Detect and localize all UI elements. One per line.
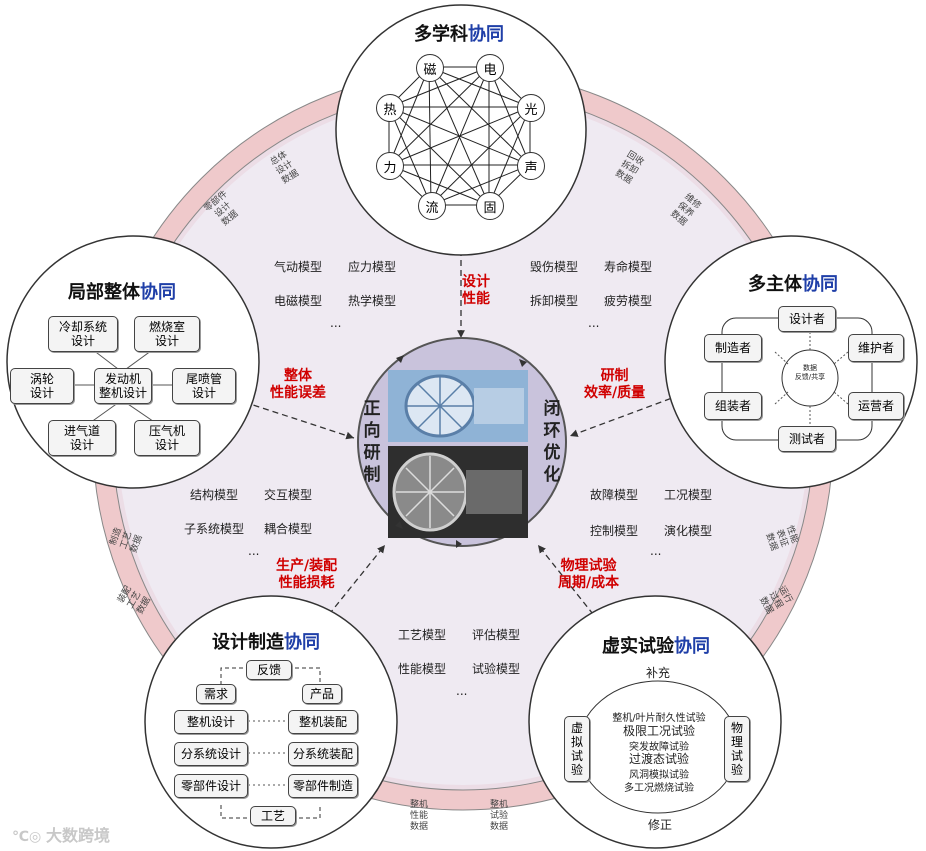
box-engine: 发动机 整机设计 (94, 368, 152, 404)
dm-right-3: 零部件制造 (288, 774, 358, 798)
model-tl-more: ... (330, 316, 341, 330)
agent-operator: 运营者 (848, 392, 904, 420)
vr-test-4: 过渡态试验 (600, 750, 718, 767)
agent-center-label: 数据 反馈/共享 (790, 364, 830, 382)
model-structure: 结构模型 (190, 486, 238, 503)
node-sound: 声 (517, 152, 545, 180)
vr-supplement: 补充 (646, 664, 670, 681)
model-disassembly: 拆卸模型 (530, 292, 578, 309)
model-left-more: ... (248, 544, 259, 558)
node-heat: 热 (376, 94, 404, 122)
model-evaluation: 评估模型 (472, 626, 520, 643)
model-stress: 应力模型 (348, 258, 396, 275)
model-aero: 气动模型 (274, 258, 322, 275)
model-fatigue: 疲劳模型 (604, 292, 652, 309)
model-fault: 故障模型 (590, 486, 638, 503)
model-life: 寿命模型 (604, 258, 652, 275)
arrow-test-cost: 物理试验 周期/成本 (558, 558, 619, 592)
model-em: 电磁模型 (274, 292, 322, 309)
dm-right-2: 分系统装配 (288, 742, 358, 766)
ring-label-engine-performance: 整机 性能 数据 (410, 800, 428, 833)
dm-product: 产品 (302, 684, 342, 704)
node-force: 力 (376, 152, 404, 180)
box-turbine: 涡轮 设计 (10, 368, 74, 404)
box-inlet: 进气道 设计 (48, 420, 116, 456)
disciplines-title: 多学科协同 (414, 20, 504, 46)
watermark: ℃◎ 大数跨境 (12, 822, 110, 846)
agent-maintainer: 维护者 (848, 334, 904, 362)
model-evolution: 演化模型 (664, 522, 712, 539)
model-condition: 工况模型 (664, 486, 712, 503)
core-left-label: 正向研制 (362, 398, 382, 486)
multi-agent-title: 多主体协同 (748, 270, 838, 296)
model-performance: 性能模型 (398, 660, 446, 677)
vr-virtual-test: 虚 拟 试 验 (564, 716, 590, 782)
dm-left-3: 零部件设计 (174, 774, 248, 798)
vr-test-6: 多工况燃烧试验 (600, 779, 718, 794)
core-right-label: 闭环优化 (542, 398, 562, 486)
vr-physical-test: 物 理 试 验 (724, 716, 750, 782)
box-compressor: 压气机 设计 (134, 420, 200, 456)
local-global-title: 局部整体协同 (68, 278, 176, 304)
arrow-production-loss: 生产/装配 性能损耗 (276, 558, 337, 592)
agent-tester: 测试者 (778, 426, 836, 452)
vr-correct: 修正 (648, 816, 672, 833)
agent-manufacturer: 制造者 (704, 334, 762, 362)
dm-process: 工艺 (250, 806, 296, 826)
model-tr-more: ... (588, 316, 599, 330)
model-interaction: 交互模型 (264, 486, 312, 503)
model-bottom-more: ... (456, 684, 467, 698)
node-solid: 固 (476, 192, 504, 220)
agent-designer: 设计者 (778, 306, 836, 332)
model-process: 工艺模型 (398, 626, 446, 643)
dm-left-1: 整机设计 (174, 710, 248, 734)
model-subsystem: 子系统模型 (184, 520, 244, 537)
virtual-real-title: 虚实试验协同 (602, 632, 710, 658)
model-right-more: ... (650, 544, 661, 558)
arrow-overall-error: 整体 性能误差 (270, 368, 326, 402)
dm-left-2: 分系统设计 (174, 742, 248, 766)
watermark-logo-icon: ℃◎ (12, 829, 46, 845)
node-magnetism: 磁 (416, 54, 444, 82)
arrow-design-performance: 设计 性能 (462, 274, 490, 308)
model-coupling: 耦合模型 (264, 520, 312, 537)
model-test: 试验模型 (472, 660, 520, 677)
dm-feedback: 反馈 (246, 660, 292, 680)
agent-assembler: 组装者 (704, 392, 762, 420)
design-mfg-title: 设计制造协同 (212, 628, 320, 654)
dm-demand: 需求 (196, 684, 236, 704)
model-control: 控制模型 (590, 522, 638, 539)
ring-label-engine-test: 整机 试验 数据 (490, 800, 508, 833)
node-light: 光 (517, 94, 545, 122)
node-fluid: 流 (418, 192, 446, 220)
arrow-efficiency-quality: 研制 效率/质量 (584, 368, 645, 402)
box-combustor: 燃烧室 设计 (134, 316, 200, 352)
model-thermal: 热学模型 (348, 292, 396, 309)
vr-test-2: 极限工况试验 (600, 722, 718, 739)
model-damage: 毁伤模型 (530, 258, 578, 275)
box-nozzle: 尾喷管 设计 (172, 368, 236, 404)
dm-right-1: 整机装配 (288, 710, 358, 734)
node-electricity: 电 (476, 54, 504, 82)
box-cooling: 冷却系统 设计 (48, 316, 118, 352)
